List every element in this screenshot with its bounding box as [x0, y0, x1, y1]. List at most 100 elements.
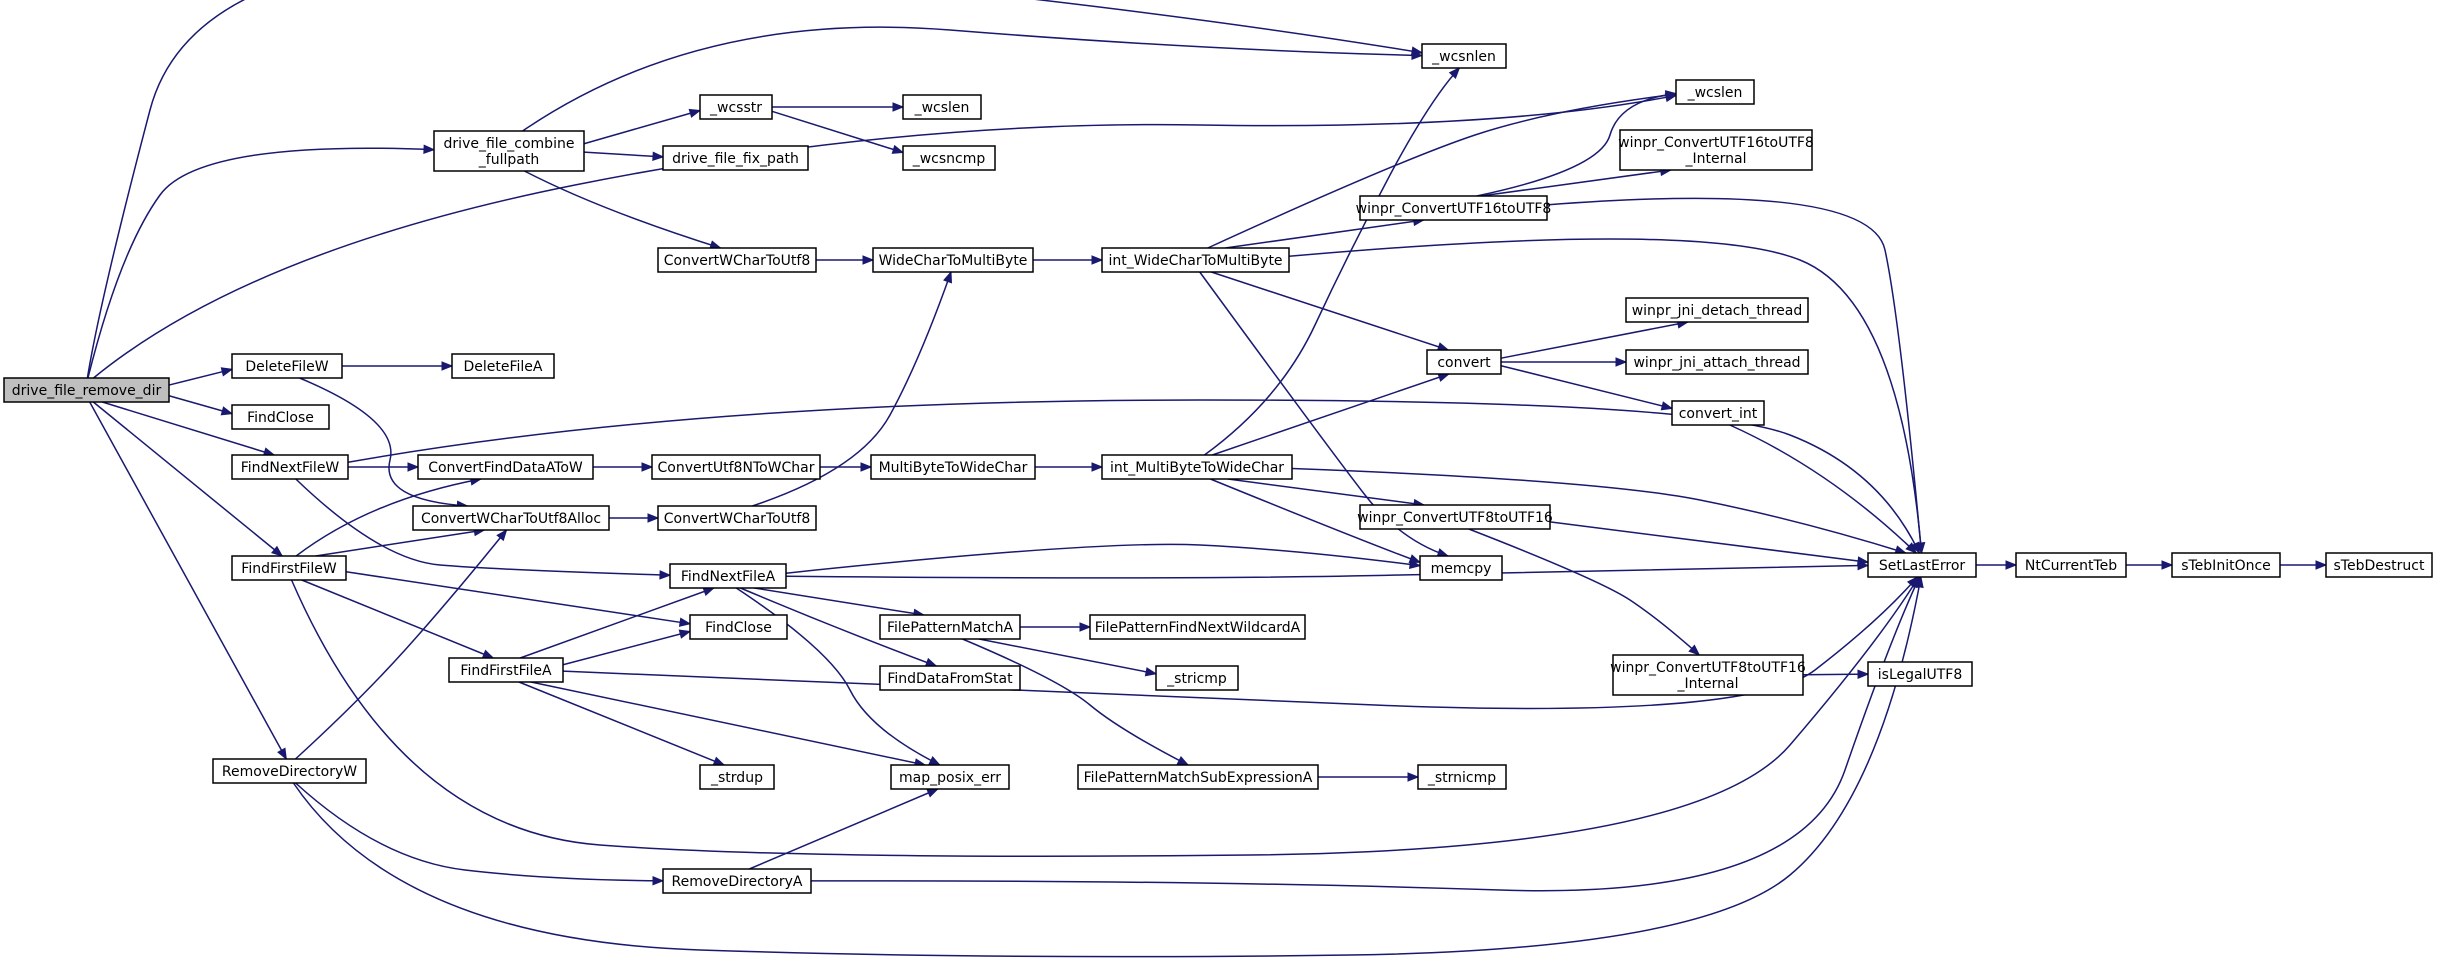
node-label: RemoveDirectoryW: [222, 764, 357, 780]
node-wcsstr[interactable]: _wcsstr: [699, 94, 773, 120]
node-ntcurrentteb[interactable]: NtCurrentTeb: [2015, 552, 2127, 578]
node-box: [231, 454, 349, 480]
node-stricmp[interactable]: _stricmp: [1155, 665, 1239, 691]
node-deletefilew[interactable]: DeleteFileW: [231, 353, 343, 379]
node-drive-file-combine-fullpath[interactable]: drive_file_combine_fullpath: [433, 130, 585, 172]
node-widechartomultibyte[interactable]: WideCharToMultiByte: [872, 247, 1034, 273]
node-label: sTebDestruct: [2334, 558, 2425, 574]
node-label: isLegalUTF8: [1878, 667, 1962, 683]
node-memcpy[interactable]: memcpy: [1419, 555, 1503, 581]
node-box: [689, 614, 788, 640]
edge-filepatternmatchsubexpressiona-to-strnicmp: [1318, 772, 1420, 782]
node-convertfinddataatow[interactable]: ConvertFindDataAToW: [417, 454, 594, 480]
edge-filepatternmatcha-to-filepatternfindnextwildcarda: [1020, 622, 1092, 632]
node-convert-int[interactable]: convert_int: [1671, 400, 1765, 426]
node-label: convert_int: [1679, 406, 1758, 422]
node-label: _wcslen: [1687, 85, 1743, 101]
node-findfirstfilea[interactable]: FindFirstFileA: [448, 657, 564, 683]
node-filepatternmatcha[interactable]: FilePatternMatchA: [879, 614, 1021, 640]
node-stebinitonce[interactable]: sTebInitOnce: [2171, 552, 2281, 578]
node-box: [3, 377, 170, 403]
node-int-widechartomultibyte[interactable]: int_WideCharToMultiByte: [1101, 247, 1290, 273]
node-wconvutf8toutf16-internal[interactable]: winpr_ConvertUTF8toUTF16_Internal: [1610, 654, 1806, 696]
edge-arrowhead: [712, 756, 726, 766]
node-wcslen-a[interactable]: _wcslen: [1675, 79, 1755, 105]
edge-arrowhead: [2161, 560, 2174, 570]
node-islegalutf8[interactable]: isLegalUTF8: [1867, 661, 1973, 687]
node-convertwchartoutf8-b[interactable]: ConvertWCharToUtf8: [657, 505, 817, 531]
node-setlasterror[interactable]: SetLastError: [1867, 552, 1977, 578]
node-multibytetowidechar[interactable]: MultiByteToWideChar: [870, 454, 1036, 480]
node-finddatafromstat[interactable]: FindDataFromStat: [879, 665, 1021, 691]
node-box: [1671, 400, 1765, 426]
edge-line: [1546, 197, 1923, 554]
node-label: NtCurrentTeb: [2025, 558, 2117, 574]
edge-wconvutf16toutf8-to-setlasterror: [1546, 197, 1926, 555]
edge-line: [315, 529, 485, 557]
edge-arrowhead: [860, 462, 873, 472]
node-label: ConvertWCharToUtf8: [664, 253, 811, 269]
edge-line: [962, 638, 1189, 766]
node-drive-file-remove-dir[interactable]: drive_file_remove_dir: [3, 377, 170, 403]
edge-drive-file-remove-dir-to-deletefilew: [168, 367, 234, 386]
edge-line: [168, 395, 233, 415]
node-wcslen-b[interactable]: _wcslen: [902, 94, 982, 120]
edge-drive-file-combine-fullpath-to-wcsstr: [583, 108, 702, 145]
node-strdup[interactable]: _strdup: [699, 764, 775, 790]
node-findnextfilea[interactable]: FindNextFileA: [669, 563, 787, 589]
node-wconvutf16toutf8-internal[interactable]: winpr_ConvertUTF16toUTF8_Internal: [1618, 129, 1814, 171]
node-deletefilea[interactable]: DeleteFileA: [451, 353, 555, 379]
edge-wconvutf8toutf16-internal-to-islegalutf8: [1802, 669, 1870, 679]
edge-line: [748, 788, 939, 870]
node-winpr-jni-attach-thread[interactable]: winpr_jni_attach_thread: [1625, 349, 1809, 375]
node-label: convert: [1437, 355, 1491, 371]
edge-widechartomultibyte-to-int-widechartomultibyte: [1033, 255, 1104, 265]
node-box: [212, 758, 367, 784]
node-box: [1675, 79, 1755, 105]
node-findclose-a[interactable]: FindClose: [231, 404, 330, 430]
node-wcsnlen[interactable]: _wcsnlen: [1421, 43, 1507, 69]
edge-line: [92, 401, 283, 557]
node-label: _Internal: [1685, 151, 1747, 167]
node-convertwchartoutf8alloc[interactable]: ConvertWCharToUtf8Alloc: [412, 505, 610, 531]
edge-findnextfilew-to-setlasterror: [347, 399, 1921, 555]
node-drive-file-fix-path[interactable]: drive_file_fix_path: [662, 145, 809, 171]
node-removedirectorya[interactable]: RemoveDirectoryA: [662, 868, 812, 894]
edge-line: [785, 564, 1869, 579]
edge-line: [785, 543, 1421, 574]
edge-ntcurrentteb-to-stebinitonce: [2126, 560, 2174, 570]
edge-removedirectorya-to-setlasterror: [810, 575, 1921, 892]
node-findnextfilew[interactable]: FindNextFileW: [231, 454, 349, 480]
node-findclose-b[interactable]: FindClose: [689, 614, 788, 640]
node-box: [902, 145, 996, 171]
node-removedirectoryw[interactable]: RemoveDirectoryW: [212, 758, 367, 784]
node-wconvutf8toutf16[interactable]: winpr_ConvertUTF8toUTF16: [1357, 504, 1553, 530]
node-box: [872, 247, 1034, 273]
edge-arrowhead: [220, 406, 234, 416]
node-winpr-jni-detach-thread[interactable]: winpr_jni_detach_thread: [1625, 297, 1809, 323]
edge-arrowhead: [1407, 772, 1420, 782]
edge-line: [86, 0, 1423, 379]
edge-line: [1500, 364, 1673, 410]
edge-line: [1476, 92, 1677, 197]
node-map-posix-err[interactable]: map_posix_err: [890, 764, 1010, 790]
node-strnicmp[interactable]: _strnicmp: [1417, 764, 1507, 790]
node-int-multibytetowidechar[interactable]: int_MultiByteToWideChar: [1101, 454, 1293, 480]
node-convertwchartoutf8-a[interactable]: ConvertWCharToUtf8: [657, 247, 817, 273]
edge-findfirstfilea-to-map-posix-err: [530, 681, 927, 768]
edge-drive-file-remove-dir-to-findclose-a: [168, 395, 234, 416]
node-convert[interactable]: convert: [1426, 349, 1502, 375]
node-filepatternmatchsubexpressiona[interactable]: FilePatternMatchSubExpressionA: [1077, 764, 1319, 790]
node-wcsncmp[interactable]: _wcsncmp: [902, 145, 996, 171]
edge-drive-file-remove-dir-to-findfirstfilew: [92, 401, 284, 557]
node-stebdestruct[interactable]: sTebDestruct: [2325, 552, 2433, 578]
node-wconvutf16toutf8[interactable]: winpr_ConvertUTF16toUTF8: [1356, 195, 1552, 221]
node-label: _wcsstr: [709, 100, 762, 116]
node-convertutf8ntowchar[interactable]: ConvertUtf8NToWChar: [651, 454, 821, 480]
node-filepatternfindnextwildcarda[interactable]: FilePatternFindNextWildcardA: [1089, 614, 1306, 640]
node-box: [902, 94, 982, 120]
node-findfirstfilew[interactable]: FindFirstFileW: [231, 555, 347, 581]
edge-convertwchartoutf8-b-to-widechartomultibyte: [752, 270, 952, 507]
node-box: [1417, 764, 1507, 790]
node-label: _Internal: [1677, 676, 1739, 692]
